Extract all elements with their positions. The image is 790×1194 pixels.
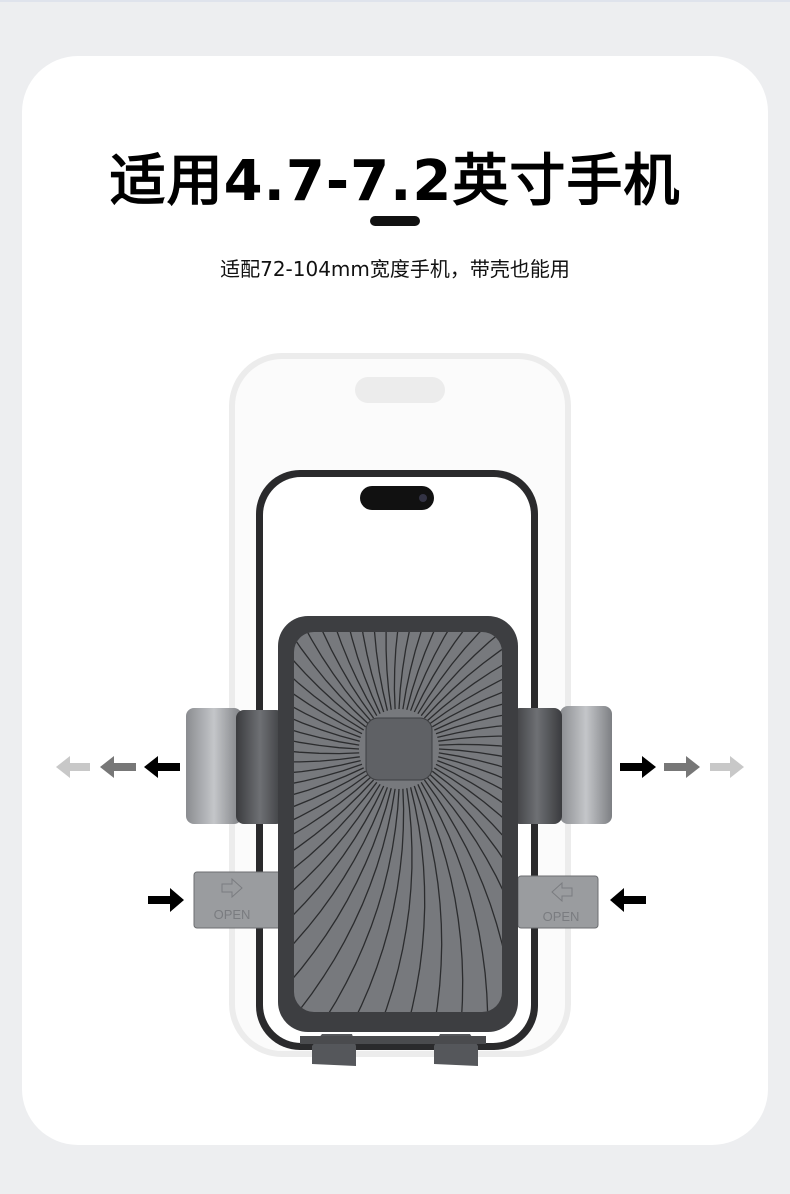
pad-ray (420, 781, 489, 1012)
expand-arrows-left (56, 756, 180, 778)
pad-ray (294, 650, 360, 750)
page-subtitle: 适配72-104mm宽度手机，带壳也能用 (220, 257, 570, 281)
pad-ray (431, 770, 502, 1000)
pad-ray (398, 632, 498, 710)
pad-ray (294, 632, 360, 742)
svg-text:OPEN: OPEN (543, 909, 580, 924)
pad-ray (420, 632, 502, 717)
pad-ray (435, 763, 502, 957)
pad-ray (429, 773, 502, 1012)
holder-pad (278, 616, 518, 1032)
pad-ray (294, 788, 392, 1012)
pad-ray (438, 752, 502, 877)
pad-ray (423, 779, 502, 1012)
side-arms (186, 706, 612, 824)
pad-ray (294, 632, 363, 735)
pad-ray (294, 773, 369, 868)
pad-ray (294, 788, 396, 1012)
pad-ray (300, 788, 400, 1012)
pad-ray (433, 767, 502, 980)
pad-ray (294, 632, 361, 739)
title-divider (370, 216, 420, 226)
pad-ray (294, 785, 385, 994)
pad-ray (393, 632, 468, 710)
pad-ray (294, 767, 364, 814)
pad-ray (294, 776, 372, 896)
holder-feet (300, 1034, 486, 1066)
pad-ray (361, 788, 413, 1012)
pad-ray (438, 735, 502, 787)
pad-ray (309, 632, 378, 717)
pad-ray (437, 759, 502, 932)
pad-ray (294, 743, 361, 776)
pad-ray (294, 711, 360, 763)
clamp-arrows (148, 888, 646, 912)
pad-ray (413, 632, 502, 713)
pad-ray (294, 632, 360, 746)
pad-ray (434, 684, 502, 731)
pad-ray (435, 705, 502, 735)
pad-ray (431, 659, 502, 728)
pad-ray (438, 748, 502, 848)
svg-text:OPEN: OPEN (214, 907, 251, 922)
page-title: 适用4.7-7.2英寸手机 (109, 149, 681, 214)
right-clamp: OPEN (517, 875, 599, 929)
pad-ray (393, 787, 426, 1012)
pad-ray (294, 783, 381, 973)
phone-holder-illustration: OPEN OPEN (56, 353, 744, 1066)
pad-ray (330, 788, 405, 1012)
pad-ray (426, 632, 502, 722)
pad-ray (417, 784, 464, 1012)
pad-ray (294, 632, 372, 722)
pad-ray (294, 632, 369, 725)
top-border (0, 0, 790, 2)
pad-ray (413, 785, 443, 1012)
pad-ray (294, 787, 389, 1012)
pad-ray (355, 632, 385, 713)
pad-ray (372, 632, 405, 711)
expand-arrows-right (620, 756, 744, 778)
pad-ray (429, 632, 502, 725)
pad-ray (437, 722, 502, 755)
pad-ray (406, 632, 502, 710)
pad-ray (294, 632, 367, 728)
pad-ray (426, 776, 502, 1012)
pad-ray (294, 781, 378, 949)
pad-ray (294, 770, 367, 839)
pad-ray (423, 632, 502, 719)
pad-ray (438, 743, 502, 818)
pad-ray (417, 632, 502, 715)
pad-ray (294, 632, 365, 731)
pad-ray (334, 632, 381, 714)
pad-ray (409, 632, 502, 711)
pad-ray (294, 680, 360, 755)
pad-ray (402, 632, 502, 710)
left-clamp: OPEN (193, 871, 285, 929)
pad-ray (294, 632, 375, 719)
pad-ray (385, 632, 437, 710)
pad-ray (294, 779, 375, 923)
pad-ray (294, 763, 363, 793)
pad-ray (438, 756, 502, 905)
